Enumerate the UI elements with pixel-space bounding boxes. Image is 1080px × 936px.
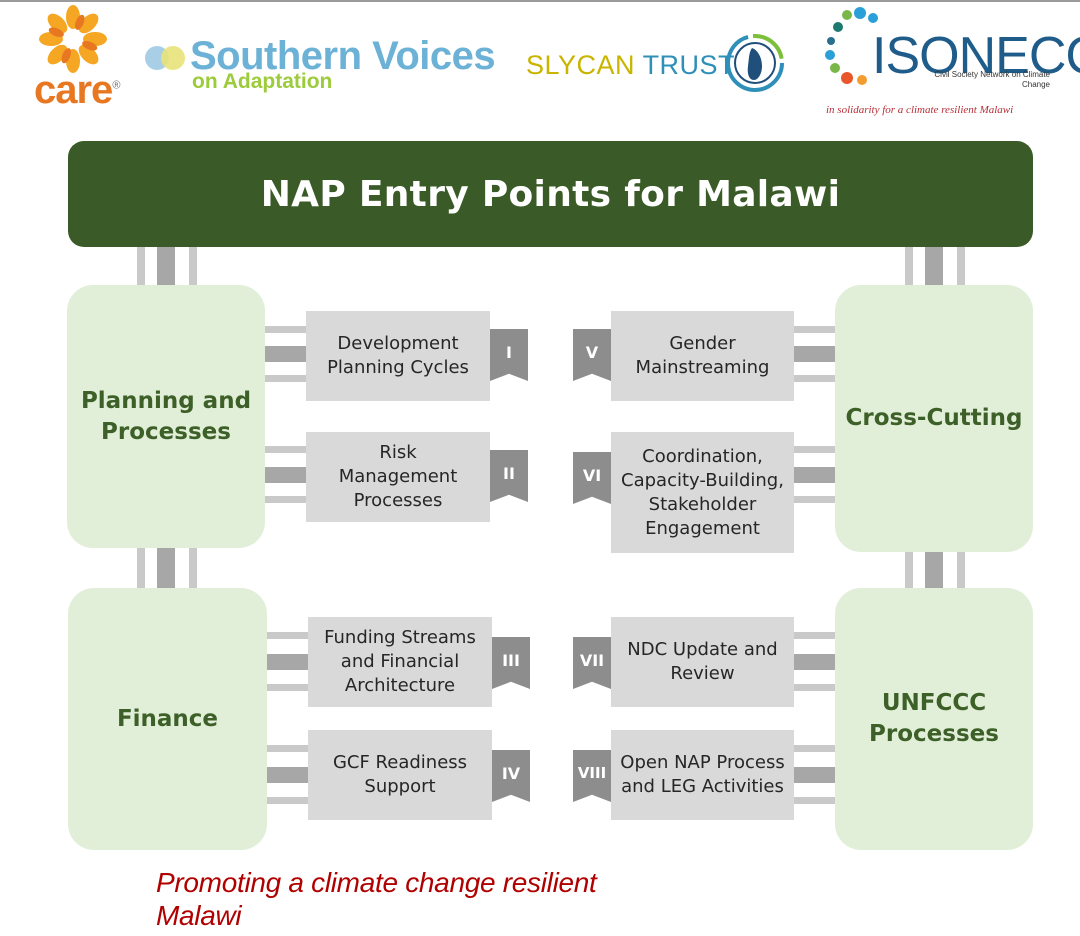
- connector-bar: [793, 326, 835, 333]
- connector-bar: [793, 745, 835, 752]
- southern-voices-title: Southern Voices: [190, 34, 496, 78]
- connector-bar: [793, 496, 835, 503]
- connector-bar: [265, 467, 307, 483]
- connector-bar: [905, 552, 913, 588]
- connector-bar: [267, 745, 309, 752]
- slycan-trust-wordmark: SLYCAN TRUST: [526, 50, 736, 80]
- entry-box-risk-management: Risk Management Processes: [306, 432, 490, 522]
- isonecc-logo: ISONECC Civil Society Network on Climate…: [820, 6, 1080, 122]
- entry-numeral-tag: VI: [573, 452, 611, 504]
- connector-bar: [137, 247, 145, 285]
- connector-bar: [267, 654, 309, 670]
- connector-bar: [267, 767, 309, 783]
- connector-bar: [265, 326, 307, 333]
- connector-bar: [905, 247, 913, 285]
- connector-bar: [957, 247, 965, 285]
- entry-numeral-tag: III: [492, 637, 530, 689]
- isonecc-network-label: Civil Society Network on Climate Change: [934, 70, 1050, 89]
- category-label: Planning and Processes: [80, 387, 252, 445]
- entry-numeral-tag: II: [490, 450, 528, 502]
- connector-bar: [267, 632, 309, 639]
- connector-bar: [793, 375, 835, 382]
- care-logo: care®: [30, 2, 126, 112]
- southern-voices-subtitle: on Adaptation: [192, 70, 333, 93]
- entry-box-gender-mainstreaming: Gender Mainstreaming: [611, 311, 794, 401]
- isonecc-tagline: in solidarity for a climate resilient Ma…: [826, 104, 1014, 116]
- diagram-title-banner: NAP Entry Points for Malawi: [68, 141, 1033, 247]
- connector-bar: [189, 247, 197, 285]
- top-border-line: [0, 0, 1080, 2]
- connector-bar: [267, 684, 309, 691]
- entry-box-development-planning: Development Planning Cycles: [306, 311, 490, 401]
- slogan-text: Promoting a climate change resilient Mal…: [156, 867, 597, 931]
- diagram-title: NAP Entry Points for Malawi: [260, 173, 841, 215]
- category-label: Finance: [116, 705, 219, 732]
- connector-bar: [793, 654, 835, 670]
- category-label: UNFCCC Processes: [869, 690, 999, 747]
- category-planning-and-processes: Planning and Processes: [67, 285, 265, 548]
- southern-voices-logo: Southern Voices on Adaptation: [144, 34, 504, 98]
- connector-bar: [265, 496, 307, 503]
- care-wordmark: care®: [34, 68, 120, 112]
- connector-bar: [265, 446, 307, 453]
- sri-lanka-ring-icon: [726, 34, 784, 92]
- entry-box-funding-streams: Funding Streams and Financial Architectu…: [308, 617, 492, 707]
- connector-bar: [265, 375, 307, 382]
- connector-bar: [793, 797, 835, 804]
- entry-numeral-tag: I: [490, 329, 528, 381]
- connector-bar: [793, 346, 835, 362]
- entry-box-ndc-update: NDC Update and Review: [611, 617, 794, 707]
- connector-bar: [793, 632, 835, 639]
- entry-numeral-tag: IV: [492, 750, 530, 802]
- category-cross-cutting: Cross-Cutting: [835, 285, 1033, 552]
- isonecc-dots-icon: [825, 7, 878, 85]
- connector-bar: [137, 548, 145, 588]
- connector-bar: [267, 797, 309, 804]
- slycan-trust-logo: SLYCAN TRUST: [526, 30, 788, 96]
- connector-bar: [925, 247, 943, 285]
- connector-bar: [793, 467, 835, 483]
- isonecc-wordmark: ISONECC: [872, 27, 1080, 85]
- connector-bar: [189, 548, 197, 588]
- southern-voices-dots-icon: [145, 46, 185, 70]
- connector-bar: [157, 548, 175, 588]
- entry-box-open-nap: Open NAP Process and LEG Activities: [611, 730, 794, 820]
- entry-box-coordination: Coordination, Capacity-Building, Stakeho…: [611, 432, 794, 553]
- category-unfccc-processes: UNFCCC Processes: [835, 588, 1033, 850]
- connector-bar: [793, 767, 835, 783]
- connector-bar: [793, 446, 835, 453]
- connector-bar: [265, 346, 307, 362]
- connector-bar: [157, 247, 175, 285]
- entry-box-gcf-readiness: GCF Readiness Support: [308, 730, 492, 820]
- connector-bar: [793, 684, 835, 691]
- category-label: Cross-Cutting: [845, 405, 1023, 431]
- category-finance: Finance: [68, 588, 267, 850]
- connector-bar: [957, 552, 965, 588]
- entry-numeral-tag: V: [573, 329, 611, 381]
- connector-bar: [925, 552, 943, 588]
- entry-numeral-tag: VII: [573, 637, 611, 689]
- entry-numeral-tag: VIII: [573, 750, 611, 802]
- care-sun-icon: [39, 5, 107, 73]
